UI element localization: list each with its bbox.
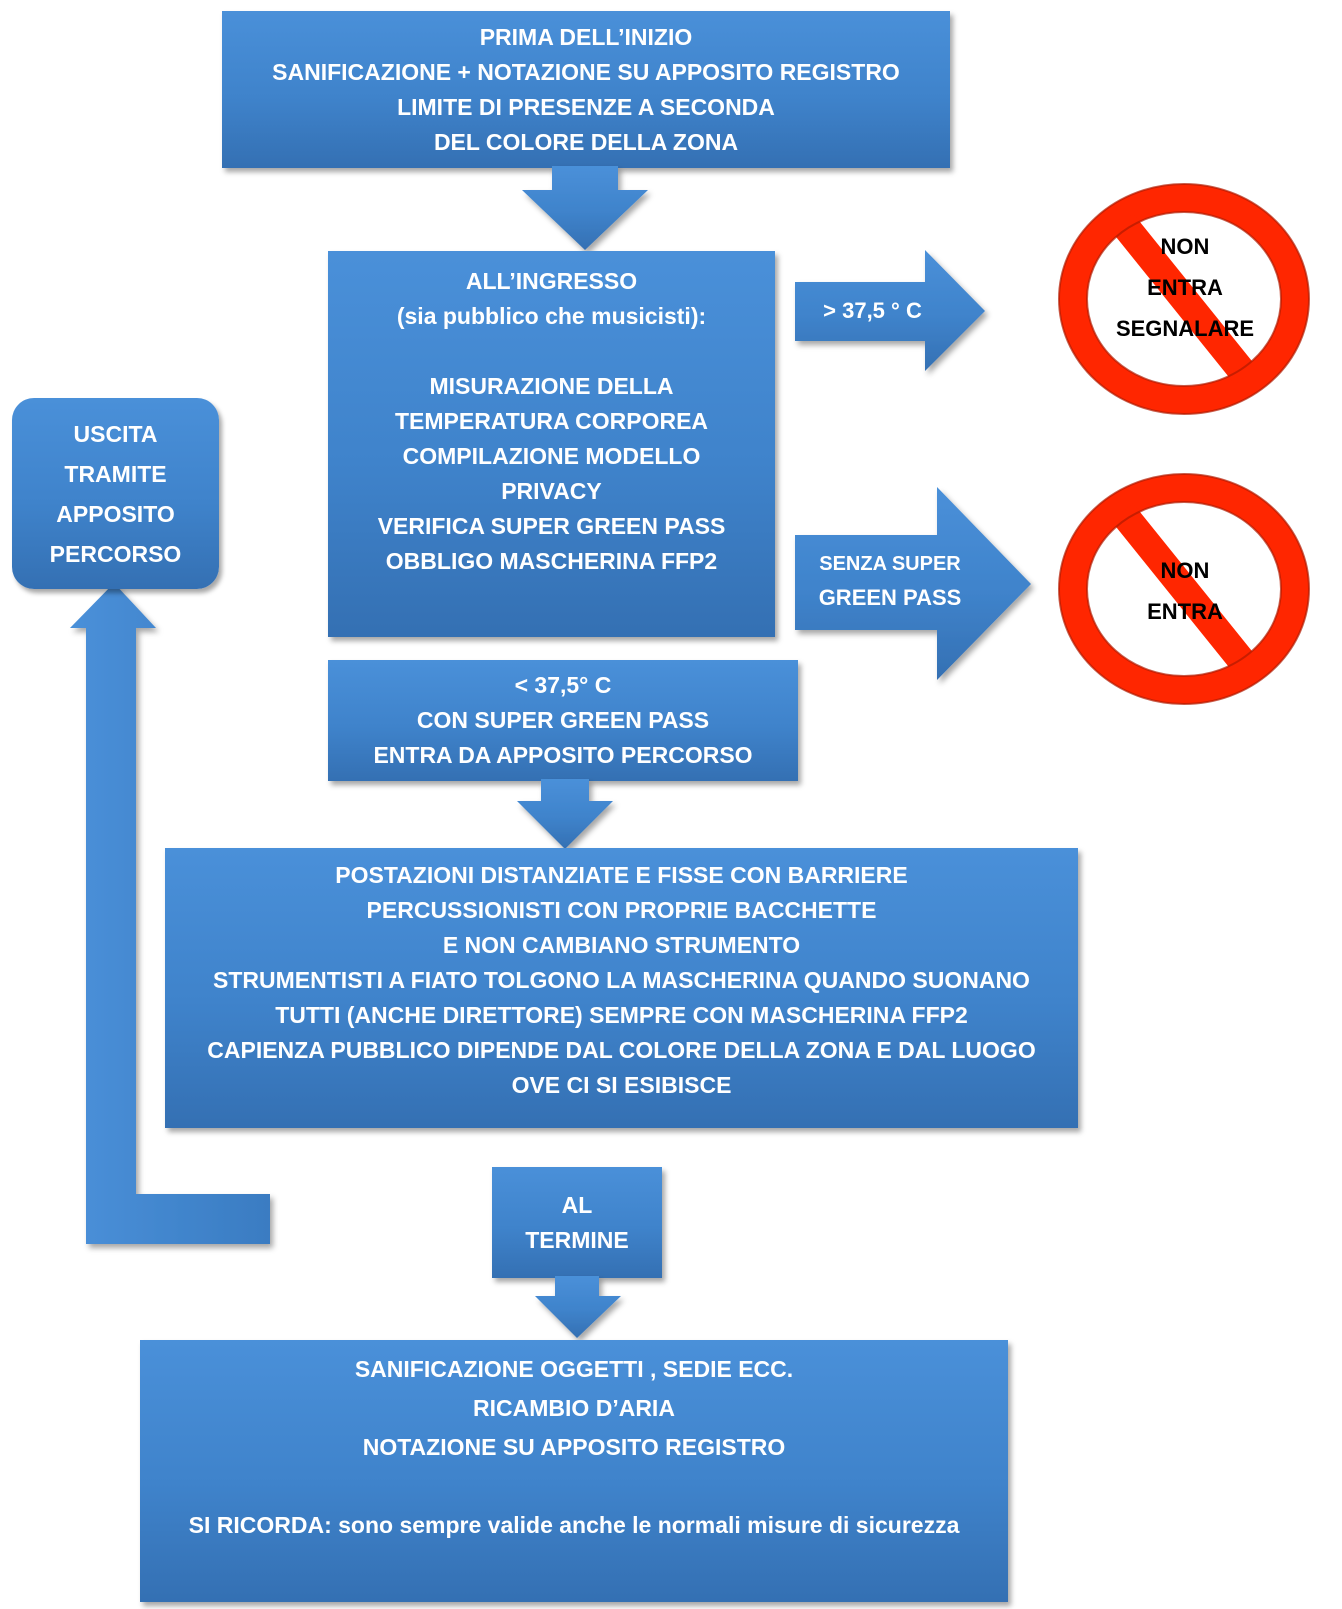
admit-box: < 37,5° C CON SUPER GREEN PASS ENTRA DA …	[328, 660, 798, 781]
entry-line: COMPILAZIONE MODELLO	[402, 443, 701, 469]
entry-line: VERIFICA SUPER GREEN PASS	[377, 513, 726, 539]
start-line: SANIFICAZIONE + NOTAZIONE SU APPOSITO RE…	[272, 58, 900, 85]
fever-arrow-label: > 37,5 ° C	[823, 298, 922, 323]
end-line: TERMINE	[525, 1226, 629, 1253]
down-arrow-icon	[517, 779, 613, 849]
rules-line: E NON CAMBIANO STRUMENTO	[442, 932, 801, 958]
no-pass-line: GREEN PASS	[818, 585, 962, 610]
exit-line: TRAMITE	[64, 460, 167, 487]
entry-box: ALL’INGRESSO (sia pubblico che musicisti…	[328, 251, 775, 637]
prohibition-sign-icon	[1058, 183, 1310, 415]
down-arrow-icon	[535, 1276, 621, 1338]
sign-line: ENTRA	[1147, 275, 1223, 300]
rules-line: OVE CI SI ESIBISCE	[511, 1072, 732, 1098]
sign-line: SEGNALARE	[1115, 316, 1255, 341]
exit-line: APPOSITO	[56, 500, 175, 527]
entry-line: OBBLIGO MASCHERINA FFP2	[385, 548, 718, 574]
sign-line: NON	[1160, 234, 1210, 259]
final-line: RICAMBIO D’ARIA	[473, 1395, 675, 1421]
admit-line: ENTRA DA APPOSITO PERCORSO	[373, 742, 753, 768]
entry-line: (sia pubblico che musicisti):	[396, 303, 707, 329]
rules-line: CAPIENZA PUBBLICO DIPENDE DAL COLORE DEL…	[207, 1037, 1036, 1063]
exit-box: USCITA TRAMITE APPOSITO PERCORSO	[12, 398, 219, 589]
entry-line: TEMPERATURA CORPOREA	[394, 408, 709, 434]
admit-line: < 37,5° C	[514, 672, 612, 698]
entry-line: PRIVACY	[501, 478, 602, 504]
rules-line: POSTAZIONI DISTANZIATE E FISSE CON BARRI…	[335, 862, 908, 888]
no-pass-arrow-label: SENZA SUPER GREEN PASS	[800, 547, 980, 615]
admit-line: CON SUPER GREEN PASS	[416, 707, 710, 733]
exit-line: PERCORSO	[49, 540, 182, 567]
start-line: LIMITE DI PRESENZE A SECONDA	[397, 93, 775, 120]
entry-line: ALL’INGRESSO	[465, 268, 638, 294]
final-box: SANIFICAZIONE OGGETTI , SEDIE ECC. RICAM…	[140, 1340, 1008, 1602]
sign-line: ENTRA	[1147, 599, 1223, 624]
final-line: NOTAZIONE SU APPOSITO REGISTRO	[362, 1434, 786, 1460]
sign-line: NON	[1160, 558, 1210, 583]
end-line: AL	[561, 1191, 593, 1218]
entry-line: MISURAZIONE DELLA	[429, 373, 674, 399]
prohibition-sign-icon	[1058, 473, 1310, 705]
start-line: DEL COLORE DELLA ZONA	[433, 128, 739, 155]
rules-line: TUTTI (ANCHE DIRETTORE) SEMPRE CON MASCH…	[275, 1002, 968, 1028]
start-line: PRIMA DELL’INIZIO	[479, 23, 693, 50]
down-arrow-icon	[522, 166, 648, 250]
final-line: SI RICORDA: sono sempre valide anche le …	[188, 1512, 960, 1538]
start-box: PRIMA DELL’INIZIO SANIFICAZIONE + NOTAZI…	[222, 11, 950, 168]
final-line: SANIFICAZIONE OGGETTI , SEDIE ECC.	[354, 1356, 794, 1382]
rules-line: PERCUSSIONISTI CON PROPRIE BACCHETTE	[366, 897, 877, 923]
fever-sign-text: NON ENTRA SEGNALARE	[1100, 226, 1270, 349]
right-arrow-icon	[795, 250, 985, 371]
right-arrow-icon	[795, 487, 1031, 680]
end-box: AL TERMINE	[492, 1167, 662, 1278]
rules-line: STRUMENTISTI A FIATO TOLGONO LA MASCHERI…	[213, 967, 1030, 993]
no-pass-sign-text: NON ENTRA	[1100, 550, 1270, 632]
rules-box: POSTAZIONI DISTANZIATE E FISSE CON BARRI…	[165, 848, 1078, 1128]
up-return-arrow-icon	[70, 583, 270, 1244]
exit-line: USCITA	[73, 420, 158, 447]
no-pass-line: SENZA SUPER	[819, 553, 961, 575]
